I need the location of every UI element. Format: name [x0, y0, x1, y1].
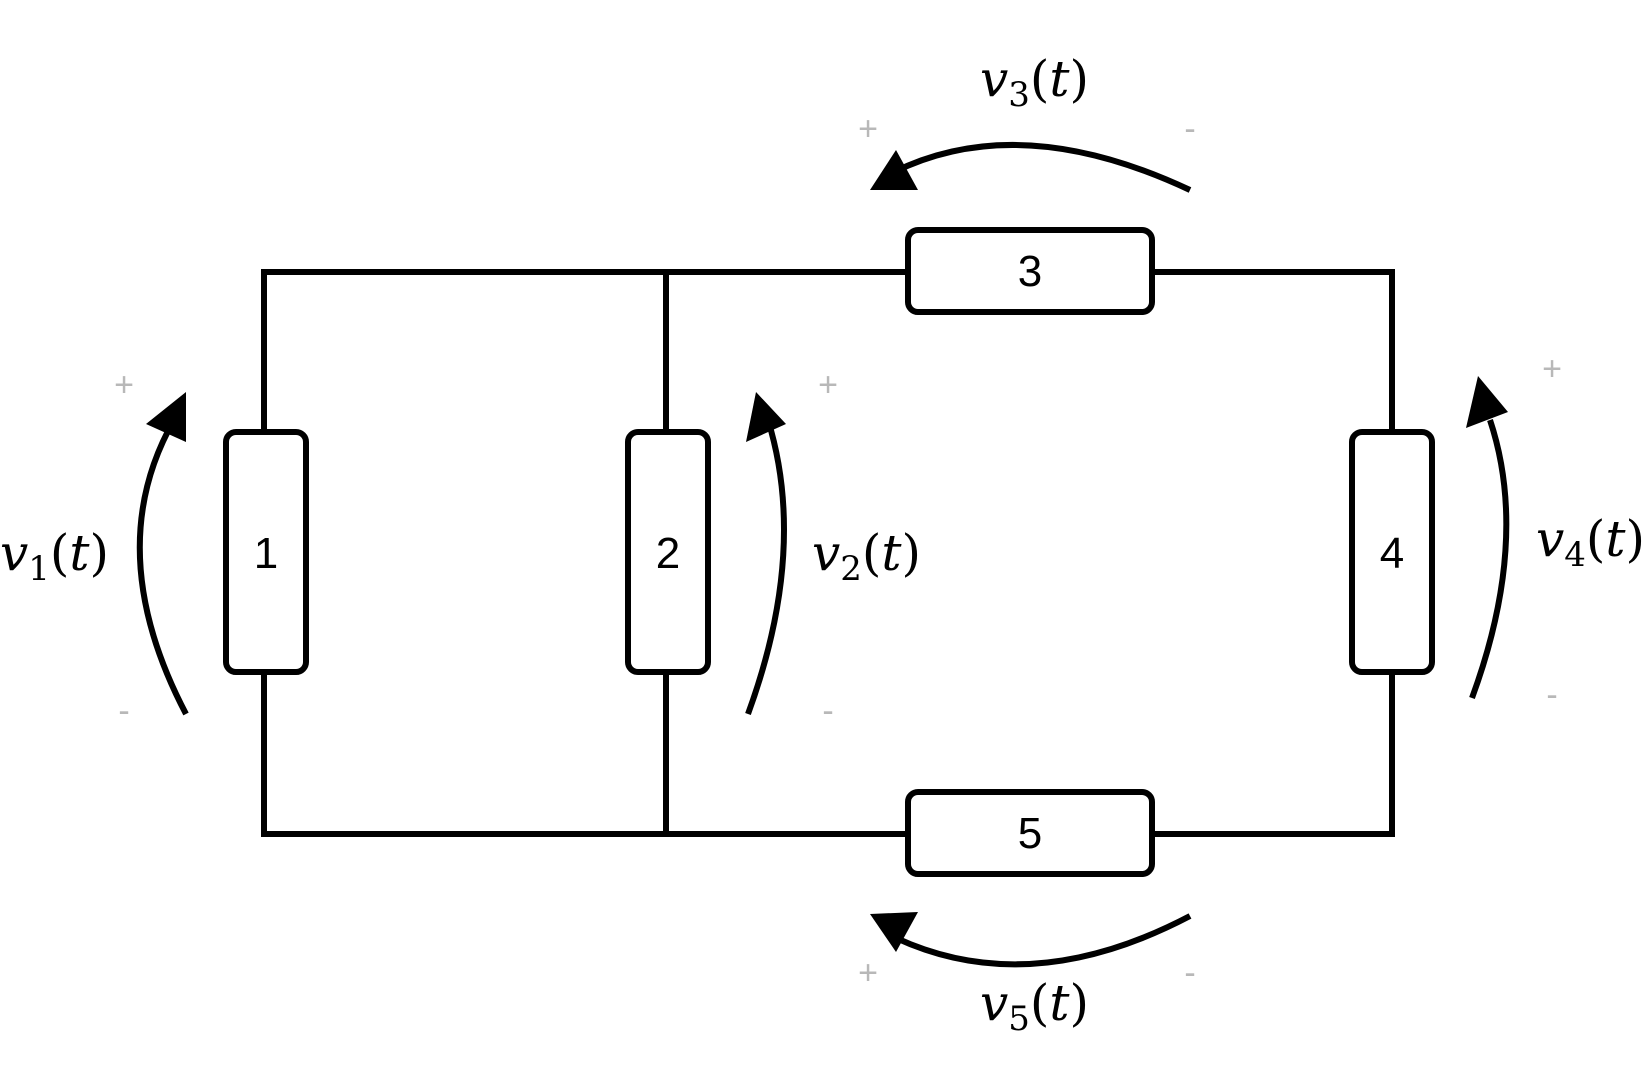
- voltage-arrow-2-head: [746, 392, 786, 442]
- element-1-box: [223, 429, 309, 675]
- voltage-arrow-1-arc: [136, 418, 189, 716]
- voltage-arrow-3: [870, 141, 1192, 193]
- polarity-plus-4: +: [1542, 350, 1562, 388]
- wire-left-bottom: [261, 669, 911, 837]
- element-3-label: 3: [1018, 247, 1042, 296]
- voltage-arrow-4-head: [1466, 376, 1508, 428]
- voltage-arrow-4-arc: [1469, 419, 1510, 700]
- wires: [261, 269, 1395, 837]
- voltage-label-5: v5(t): [980, 974, 1089, 1039]
- polarity-plus-2: +: [818, 366, 838, 404]
- voltage-arrow-5: [870, 912, 1192, 968]
- voltage-label-1: v1(t): [0, 524, 109, 589]
- voltage-arrow-2: [745, 392, 787, 716]
- voltage-arrow-4: [1466, 376, 1510, 700]
- wire-top-right: [1149, 269, 1395, 435]
- element-4-label: 4: [1380, 529, 1404, 578]
- element-2-label: 2: [656, 529, 680, 578]
- element-1-label: 1: [254, 529, 278, 578]
- element-3: 3: [905, 227, 1155, 315]
- polarity-minus-3: -: [1184, 110, 1195, 148]
- voltage-label-2: v2(t): [812, 524, 921, 589]
- voltage-label-4: v4(t): [1536, 510, 1645, 575]
- element-4: 4: [1349, 429, 1435, 675]
- element-5-box: [905, 789, 1155, 877]
- element-1: 1: [223, 429, 309, 675]
- voltage-arrow-5-head: [870, 912, 918, 952]
- voltage-arrow-1: [136, 392, 189, 716]
- polarity-minus-5: -: [1184, 954, 1195, 992]
- polarity-minus-4: -: [1546, 676, 1557, 714]
- voltage-arrow-3-head: [870, 150, 918, 190]
- voltage-arrow-3-arc: [892, 141, 1192, 193]
- polarity-plus-1: +: [114, 366, 134, 404]
- element-2-box: [625, 429, 711, 675]
- element-2: 2: [625, 429, 711, 675]
- element-4-box: [1349, 429, 1435, 675]
- voltage-label-3: v3(t): [980, 50, 1089, 115]
- polarity-plus-5: +: [858, 954, 878, 992]
- polarity-plus-3: +: [858, 110, 878, 148]
- wire-bottom-right: [1149, 669, 1395, 837]
- polarity-minus-2: -: [822, 692, 833, 730]
- wire-left-top: [261, 269, 911, 435]
- element-5-label: 5: [1018, 809, 1042, 858]
- element-3-box: [905, 227, 1155, 315]
- voltage-arrow-1-head: [146, 392, 186, 442]
- element-5: 5: [905, 789, 1155, 877]
- voltage-arrow-2-arc: [745, 419, 787, 716]
- voltage-arrow-5-arc: [894, 913, 1192, 968]
- polarity-minus-1: -: [118, 692, 129, 730]
